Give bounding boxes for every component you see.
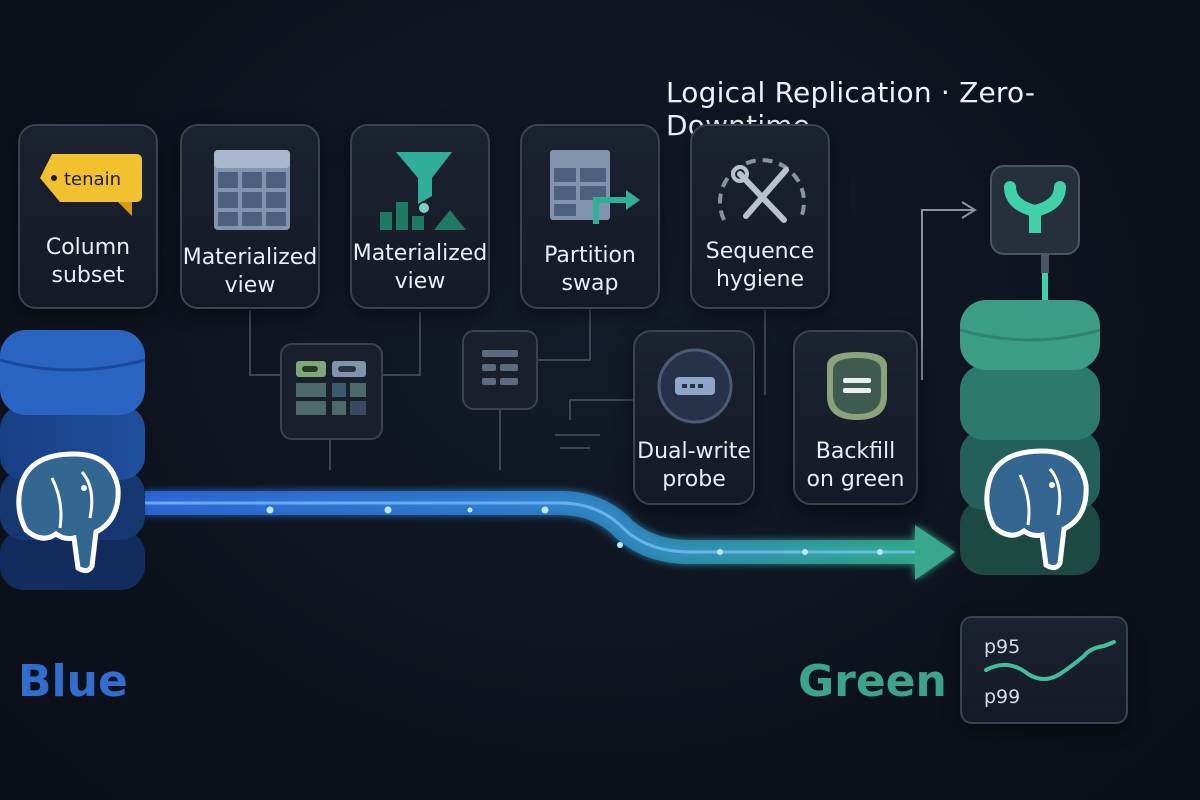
step-card-sequence-hygiene[interactable]: Sequence hygiene — [690, 124, 830, 309]
table-grid-icon — [214, 150, 290, 230]
switch-node[interactable] — [990, 165, 1080, 255]
step-label: Sequence hygiene — [705, 239, 815, 292]
step-label: Materialized view — [182, 245, 318, 298]
green-label: Green — [798, 656, 947, 707]
step-card-materialized-view-1[interactable]: Materialized view — [180, 124, 320, 309]
p99-label: p99 — [984, 686, 1021, 708]
tag-text: tenain — [64, 169, 121, 190]
list-icon — [482, 350, 518, 385]
blue-database[interactable] — [0, 320, 150, 620]
p95-label: p95 — [984, 636, 1021, 658]
funnel-chart-icon — [380, 152, 466, 230]
blue-label: Blue — [18, 656, 128, 707]
check-label: Dual-write probe — [637, 439, 751, 492]
mini-list-node — [462, 330, 538, 410]
step-card-column-subset[interactable]: tenain Column subset — [18, 124, 158, 309]
step-label: Partition swap — [544, 243, 636, 296]
partition-arrow-icon — [550, 150, 640, 224]
tag-icon: tenain — [40, 154, 142, 216]
probe-icon — [657, 348, 733, 424]
postgres-elephant-icon — [16, 451, 121, 574]
step-label: Materialized view — [352, 241, 488, 294]
check-card-backfill-on-green[interactable]: Backfill on green — [793, 330, 918, 505]
step-label: Column subset — [45, 235, 131, 288]
table-grid-icon — [296, 361, 366, 415]
check-card-dual-write-probe[interactable]: Dual-write probe — [633, 330, 755, 505]
latency-sparkline — [984, 640, 1116, 681]
step-card-partition-swap[interactable]: Partition swap — [520, 124, 660, 309]
latency-metrics-panel[interactable]: p95 p99 — [960, 616, 1128, 724]
replication-flow-arrow — [145, 491, 955, 580]
switch-icon — [1004, 181, 1066, 233]
flow-dots — [266, 506, 883, 555]
mini-table-node — [280, 343, 383, 440]
gauge-tools-icon — [718, 158, 806, 223]
postgres-elephant-icon — [984, 448, 1089, 571]
backfill-icon — [827, 352, 887, 420]
green-database[interactable] — [960, 300, 1110, 600]
check-label: Backfill on green — [806, 439, 905, 492]
step-card-materialized-view-2[interactable]: Materialized view — [350, 124, 490, 309]
